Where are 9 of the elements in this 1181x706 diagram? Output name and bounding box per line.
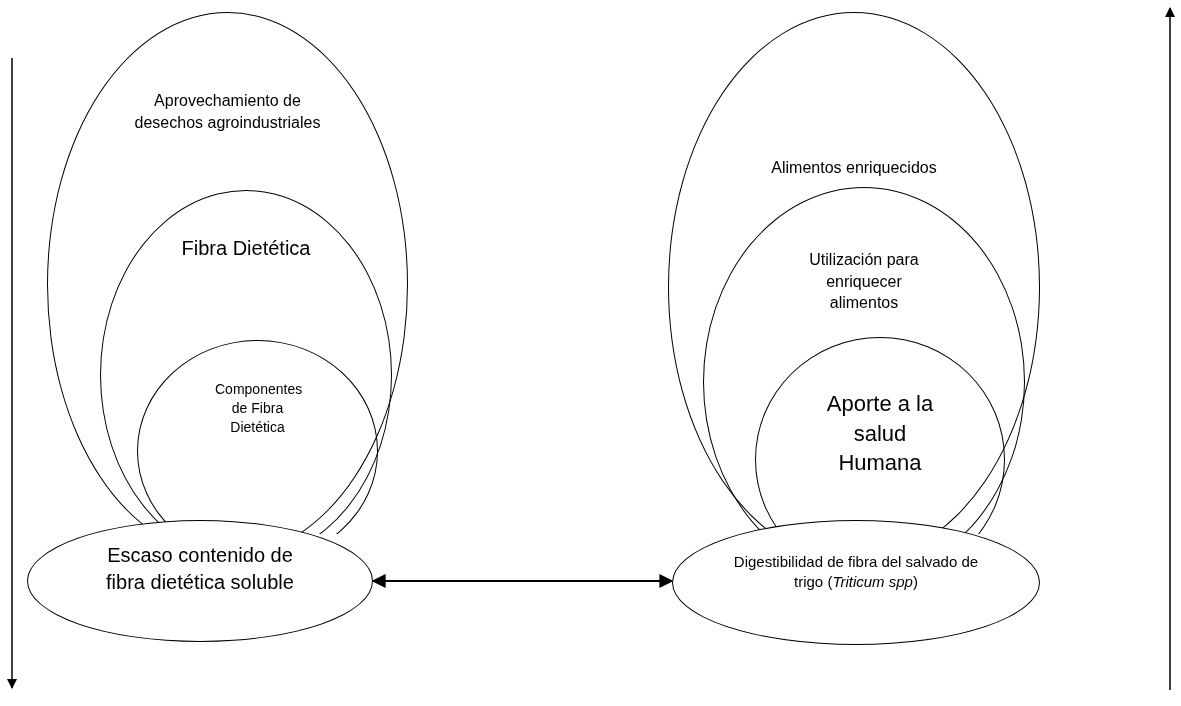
ellipse-label: Aprovechamiento de desechos agroindustriales	[133, 91, 322, 133]
ellipse-label: Fibra Dietética	[180, 236, 312, 261]
ellipse-label: Componentes de Fibra Dietética	[214, 380, 304, 437]
double-arrow	[371, 574, 674, 588]
ellipse-label: Utilización para enriquecer alimentos	[808, 250, 920, 314]
ellipse-label: Alimentos enriquecidos	[770, 158, 938, 178]
ellipse-label: Digestibilidad de fibra del salvado de trigo (Triticum spp)	[732, 552, 980, 593]
ellipse-label: Aporte a la salud Humana	[825, 390, 935, 478]
ellipse-label: Escaso contenido de fibra dietética soluble	[105, 543, 295, 595]
